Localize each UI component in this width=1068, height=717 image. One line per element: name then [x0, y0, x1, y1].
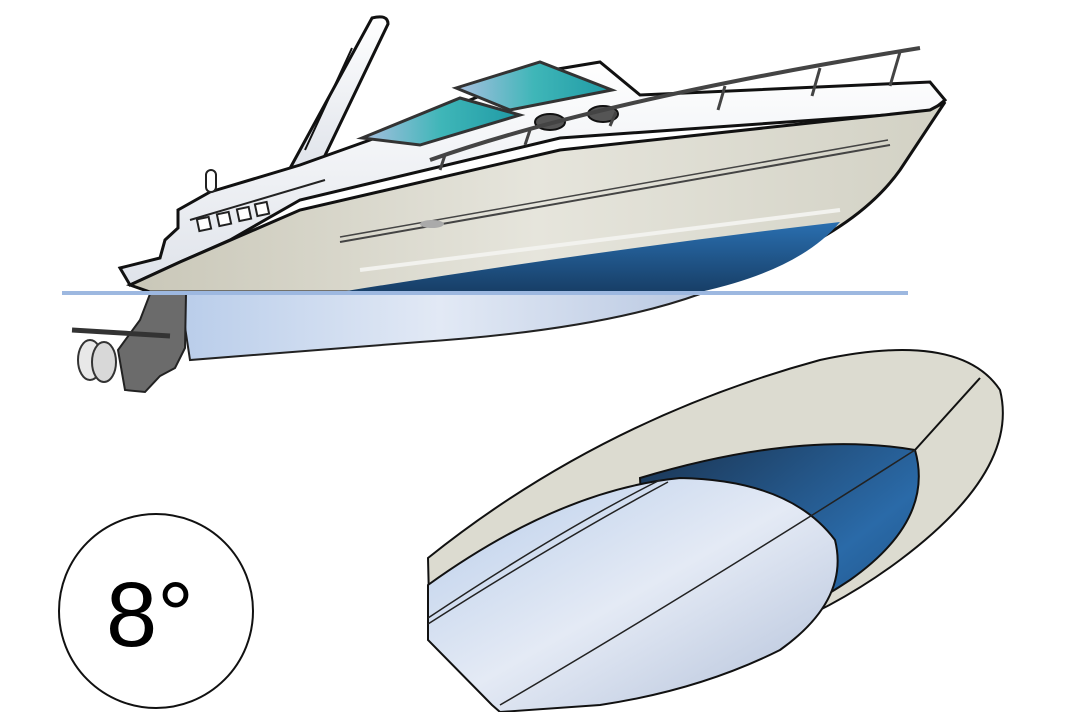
cabin-deck [117, 60, 948, 287]
windshield-left [356, 96, 526, 147]
side-view-boat [62, 15, 948, 394]
hull-underside-view [426, 349, 1004, 714]
submerged-hull [178, 293, 701, 362]
propeller-icon [91, 341, 117, 383]
trim-angle-badge: 8° [58, 513, 254, 709]
windshield-right [451, 60, 618, 112]
trim-angle-value: 8° [106, 564, 194, 666]
bow-rail [429, 46, 921, 162]
submerged-underside [427, 476, 839, 714]
hull-bottom-paint [340, 222, 840, 292]
stern-drive [71, 293, 188, 394]
